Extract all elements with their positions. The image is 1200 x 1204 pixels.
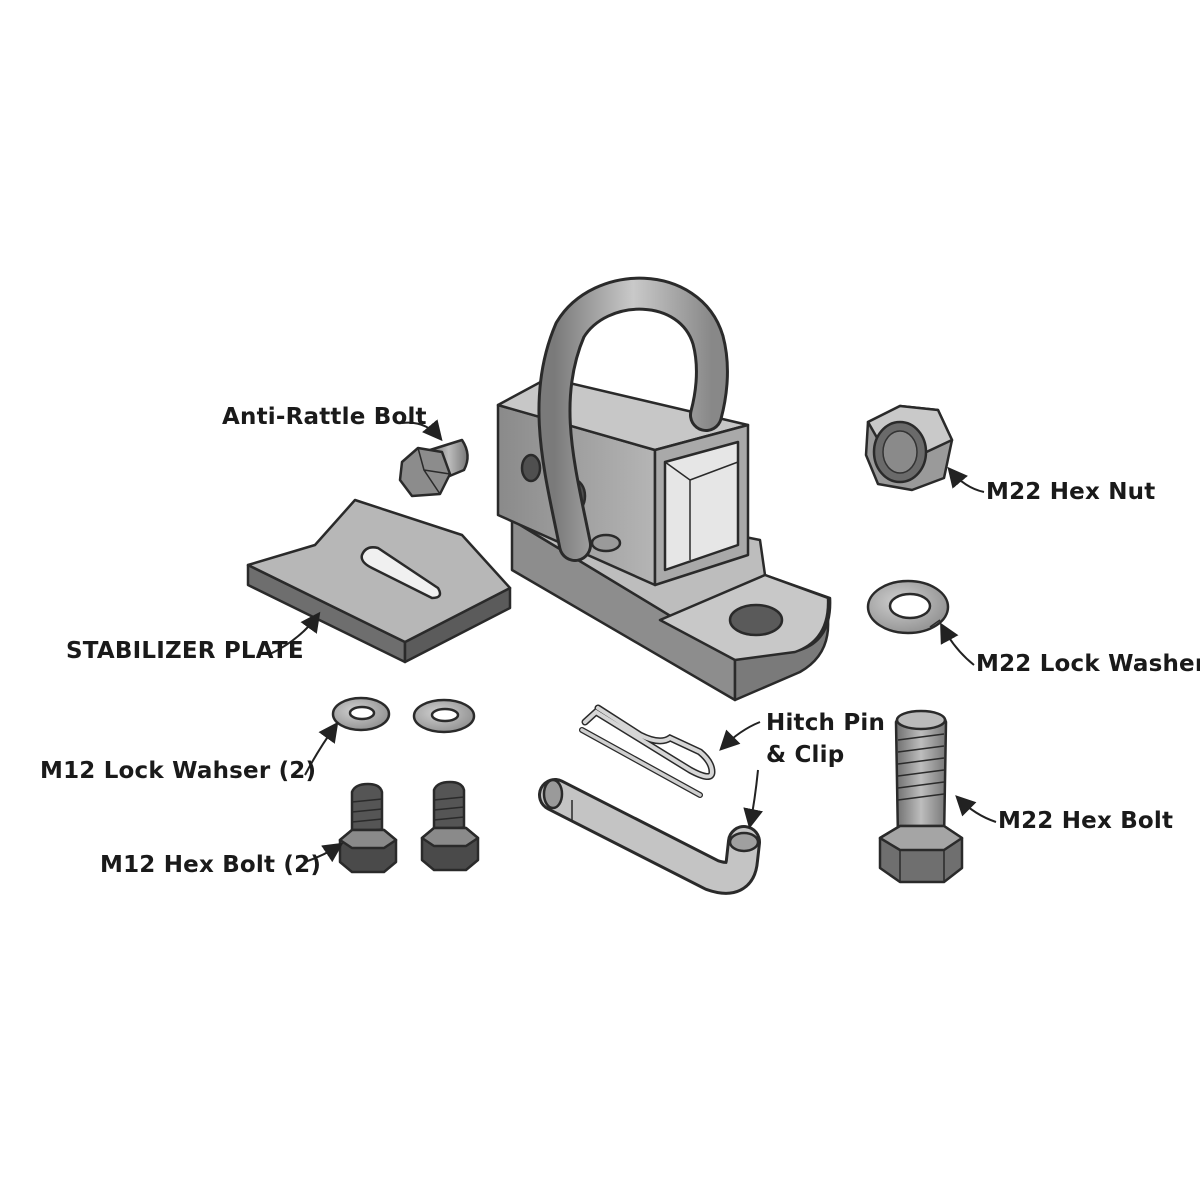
m12-washer-1-hole (348, 705, 376, 721)
m12-lock-washers (331, 696, 476, 734)
hitch-receiver-assembly (496, 276, 832, 702)
hitch-pin-tip (542, 778, 564, 810)
stabilizer-plate-part (246, 498, 512, 664)
receiver-side-hole-1 (520, 453, 542, 483)
leader-hitch-pin (743, 769, 763, 829)
hitch-clip-leg (580, 728, 702, 797)
label-anti-rattle-bolt: Anti-Rattle Bolt (222, 404, 427, 430)
receiver-tube-opening (663, 440, 740, 572)
leader-m22-hex-bolt (955, 795, 997, 823)
m12-bolt-2-shank (432, 780, 466, 842)
label-m22-lock-washer: M22 Lock Washer (976, 651, 1200, 677)
m12-bolt-1-threads (351, 798, 383, 833)
m22-bolt-threads (897, 733, 945, 801)
m22-lock-washer-part (866, 579, 950, 635)
m22-hex-bolt-part (878, 709, 964, 884)
hitch-loop-end (590, 533, 622, 553)
label-m12-lock-washer: M12 Lock Wahser (2) (40, 758, 317, 784)
m22-washer-split (929, 619, 941, 628)
stabilizer-plate-slot (360, 546, 442, 600)
hitch-pin-handle-end (728, 831, 760, 853)
label-hitch-pin: Hitch Pin (766, 710, 886, 736)
m22-bolt-tip (895, 709, 947, 731)
anti-rattle-bolt-facets (417, 447, 451, 495)
anti-rattle-bolt-part (398, 438, 469, 498)
hitch-pin-and-clip (538, 704, 761, 895)
m22-bolt-head-facets (899, 850, 945, 882)
leader-m22-lock-washer (940, 622, 975, 666)
leader-stabilizer-plate (267, 611, 321, 656)
leader-m12-hex-bolt (304, 842, 344, 863)
m12-bolt-1-head-top (338, 828, 398, 850)
m12-bolt-1 (338, 782, 398, 874)
hitch-loop (540, 279, 726, 559)
leader-anti-rattle-bolt (401, 419, 443, 442)
label-hitch-clip: & Clip (766, 742, 845, 768)
m12-hex-bolts (338, 780, 480, 874)
m22-hex-nut-part (864, 404, 954, 492)
leader-m12-lock-washer (304, 721, 339, 776)
label-m22-hex-bolt: M22 Hex Bolt (998, 808, 1174, 834)
hitch-pin (541, 781, 758, 892)
m12-bolt-2 (420, 780, 480, 872)
m12-bolt-2-threads (433, 796, 465, 831)
leader-m22-hex-nut (947, 466, 985, 493)
receiver-tube-inner-edge (664, 461, 739, 560)
m22-nut-thread (882, 430, 918, 474)
hitch-clip (583, 706, 715, 779)
leader-lines (267, 419, 997, 863)
label-stabilizer-plate: STABILIZER PLATE (66, 638, 304, 664)
label-m22-hex-nut: M22 Hex Nut (986, 479, 1156, 505)
tongue-pin-hole (728, 603, 784, 637)
m12-bolt-1-shank (350, 782, 384, 844)
m12-washer-2-hole (430, 707, 460, 723)
m22-washer-hole (888, 592, 932, 620)
m12-bolt-2-head-top (420, 826, 480, 848)
label-m12-hex-bolt: M12 Hex Bolt (2) (100, 852, 322, 878)
m22-bolt-head-top (878, 824, 964, 852)
leader-hitch-clip (719, 721, 761, 751)
